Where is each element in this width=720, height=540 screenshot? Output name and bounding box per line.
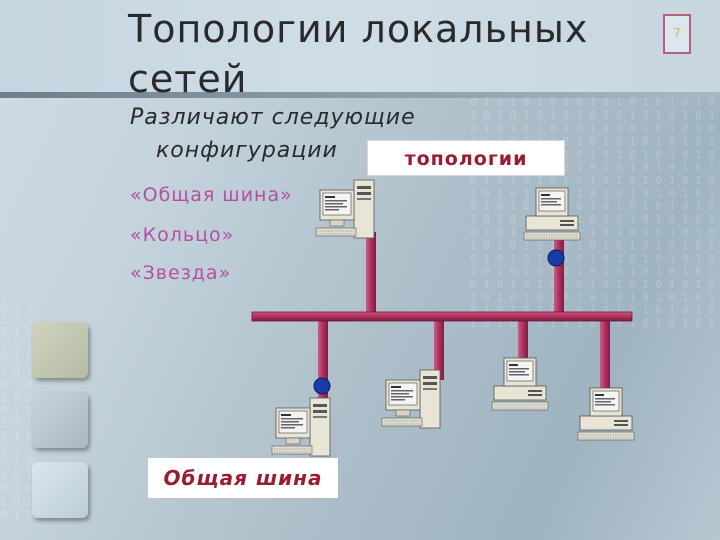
drop-cable [554,236,564,316]
node-dot [547,249,565,267]
slide-title: Топологии локальных сетей [128,7,589,101]
page-number: 7 [673,26,681,40]
topology-item-ring: «Кольцо» [130,224,235,246]
drop-cable [318,318,328,410]
main-bus-cable [251,311,633,322]
topology-item-star: «Звезда» [130,262,232,284]
computer-icon [491,357,549,411]
title-divider [0,92,720,98]
drop-cable [434,318,444,380]
computer-icon [271,397,331,457]
decorative-square [32,322,88,378]
title-band [0,0,720,92]
topology-item-bus: «Общая шина» [130,184,293,206]
computer-icon [315,179,375,239]
intro-text: Различают следующие [130,105,416,130]
bus-topology-caption: Общая шина [148,458,338,498]
drop-cable [600,318,610,398]
decorative-square [32,392,88,448]
decorative-square [32,462,88,518]
page-number-box: 7 [663,14,691,54]
drop-cable [518,318,528,378]
binary-pattern-decoration-left: 0 1 0 1 0 1 0 1 0 1 0 1 0 1 0 1 0 1 0 1 … [0,300,34,520]
drop-cable [366,232,376,316]
computer-icon [381,369,441,429]
computer-icon [523,187,581,241]
intro-text-continued: конфигурации [156,138,338,163]
computer-icon [577,387,635,441]
node-dot [313,377,331,395]
topology-label-badge: топологии [367,140,565,176]
